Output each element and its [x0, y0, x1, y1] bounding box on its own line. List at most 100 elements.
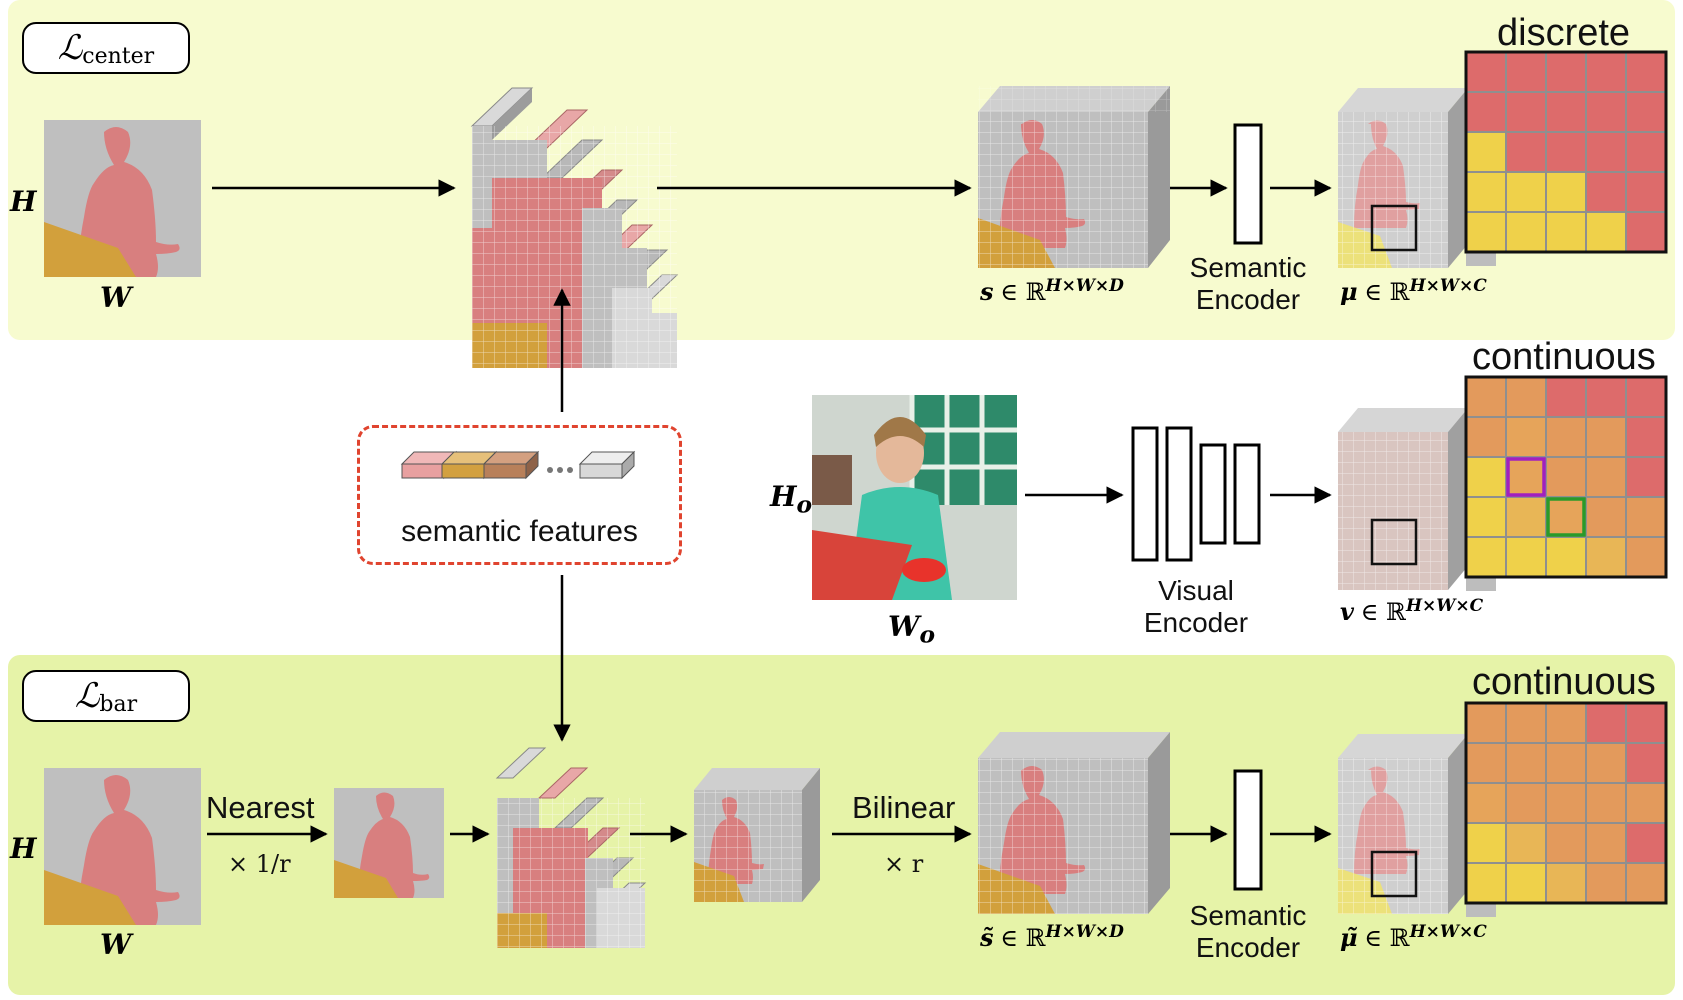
grid-cell — [1585, 536, 1627, 578]
bottom-feature-stack — [495, 747, 647, 948]
top-feature-stack — [470, 87, 679, 368]
semantic-feature-chips — [400, 450, 636, 480]
semantic-encoder-bottom-line2: Encoder — [1195, 932, 1301, 963]
grid-cell — [1585, 822, 1627, 864]
photo-height-sub: o — [796, 490, 813, 519]
grid-cell — [1505, 702, 1547, 744]
grid-cell — [1545, 91, 1587, 133]
grid-cell — [1505, 456, 1547, 498]
mu-symbol: μ — [1340, 277, 1358, 306]
grid-cell — [1505, 211, 1547, 253]
grid-cell — [1585, 862, 1627, 904]
photo-width-sub: o — [919, 620, 936, 649]
s-tilde-formula: s̃ ∈ ℝH×W×D — [980, 922, 1124, 953]
semantic-features-label: semantic features — [401, 515, 638, 548]
grid-cell — [1625, 131, 1667, 173]
grid-cell — [1465, 171, 1507, 213]
loss-center-sub: center — [82, 43, 155, 69]
grid-cell — [1545, 131, 1587, 173]
grid-cell — [1505, 822, 1547, 864]
grid-cell — [1545, 376, 1587, 418]
grid-cell — [1625, 51, 1667, 93]
grid-cell — [1545, 416, 1587, 458]
table-shape — [44, 222, 136, 277]
s-tilde-symbol: s̃ — [980, 923, 994, 952]
semantic-encoder-bottom-block — [1233, 769, 1263, 891]
v-symbol: v — [1340, 597, 1354, 626]
grid-cell — [1505, 862, 1547, 904]
s-tilde-dims: H×W×D — [1045, 922, 1124, 942]
grid-cell — [1585, 51, 1627, 93]
bilinear-label: Bilinear — [852, 790, 956, 825]
grid-cell — [1585, 456, 1627, 498]
grid-cell — [1585, 376, 1627, 418]
grid-cell — [1625, 862, 1667, 904]
grid-cell — [1505, 171, 1547, 213]
grid-cell — [1625, 211, 1667, 253]
v-formula: v ∈ ℝH×W×C — [1340, 596, 1483, 627]
grid-cell — [1465, 782, 1507, 824]
semantic-encoder-top-line2: Encoder — [1195, 284, 1301, 315]
grid-cell — [1545, 742, 1587, 784]
grid-cell — [1545, 782, 1587, 824]
grid-cell — [1625, 416, 1667, 458]
grid-cell — [1465, 416, 1507, 458]
small-cube-bottom — [694, 768, 820, 902]
visual-encoder-line1: Visual — [1158, 575, 1234, 606]
grid-shadow — [1466, 250, 1496, 266]
grid-cell — [1585, 742, 1627, 784]
grid-cell — [1625, 782, 1667, 824]
grid-cell — [1465, 131, 1507, 173]
continuous-grid-bottom — [1464, 701, 1668, 917]
mu-tilde-dims: H×W×C — [1409, 922, 1487, 942]
mu-domain: ∈ ℝ — [1364, 278, 1410, 306]
bilinear-factor: × r — [884, 850, 924, 878]
mu-tilde-cube — [1338, 734, 1468, 914]
grid-cell — [1505, 536, 1547, 578]
mu-tilde-domain: ∈ ℝ — [1364, 924, 1410, 952]
discrete-title: discrete — [1497, 12, 1631, 54]
photo-width-symbol: W — [888, 610, 920, 643]
s-cube-top — [978, 86, 1170, 268]
grid-cell — [1465, 496, 1507, 538]
grid-cell — [1585, 171, 1627, 213]
photo-height: Ho — [770, 480, 812, 519]
grid-cell — [1465, 702, 1507, 744]
loss-center-symbol: ℒ — [57, 28, 83, 68]
mu-tilde-symbol: μ̃ — [1340, 923, 1358, 952]
bottom-input-height: H — [10, 832, 37, 865]
grid-cell — [1505, 376, 1547, 418]
grid-cell — [1585, 416, 1627, 458]
loss-bar-symbol: ℒ — [74, 676, 100, 716]
grid-cell — [1545, 862, 1587, 904]
continuous-title-bottom: continuous — [1472, 661, 1656, 703]
semantic-encoder-bottom-label: Semantic Encoder — [1170, 900, 1326, 964]
top-input-width: W — [100, 281, 132, 314]
grid-cell — [1505, 416, 1547, 458]
grid-cell — [1625, 536, 1667, 578]
grid-cell — [1545, 171, 1587, 213]
semantic-encoder-top-block — [1233, 123, 1263, 245]
grid-cell — [1465, 376, 1507, 418]
s-tilde-cube — [978, 732, 1170, 914]
v-dims: H×W×C — [1405, 596, 1484, 616]
downsampled-seg-map — [334, 788, 444, 898]
v-domain: ∈ ℝ — [1360, 598, 1406, 626]
grid-cell — [1625, 702, 1667, 744]
green-highlight — [1546, 497, 1586, 537]
grid-cell — [1545, 456, 1587, 498]
s-symbol: s — [980, 277, 994, 306]
s-dims: H×W×D — [1045, 276, 1124, 296]
grid-cell — [1625, 496, 1667, 538]
continuous-grid-middle — [1464, 375, 1668, 591]
grid-cell — [1465, 456, 1507, 498]
grid-cell — [1625, 822, 1667, 864]
semantic-encoder-bottom-line1: Semantic — [1189, 900, 1307, 931]
purple-highlight — [1506, 457, 1546, 497]
grid-cell — [1545, 702, 1587, 744]
nearest-label: Nearest — [206, 790, 315, 825]
arrows — [207, 179, 1332, 843]
